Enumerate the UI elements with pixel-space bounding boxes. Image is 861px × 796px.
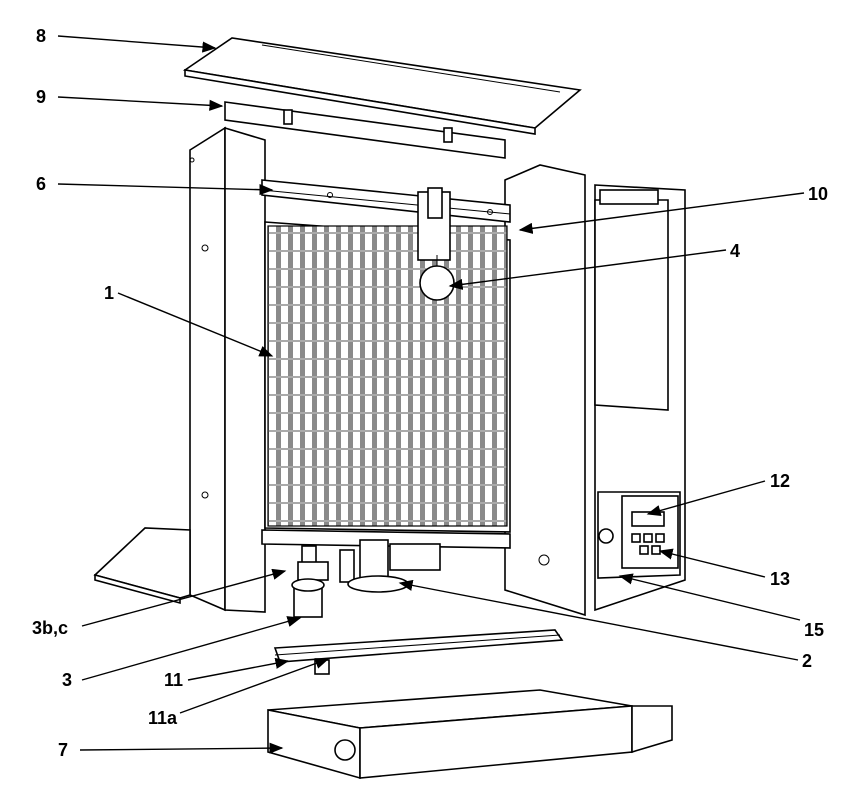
top-bracket bbox=[224, 101, 506, 159]
callout-11a: 11a bbox=[148, 708, 178, 728]
callout-6: 6 bbox=[36, 174, 46, 194]
callout-11: 11 bbox=[164, 670, 183, 690]
callout-9: 9 bbox=[36, 87, 46, 107]
distribution-tube-assembly bbox=[417, 187, 455, 301]
callout-13: 13 bbox=[770, 569, 790, 589]
evaporator-grid bbox=[264, 221, 511, 533]
callout-12: 12 bbox=[770, 471, 790, 491]
lower-rail bbox=[261, 529, 511, 549]
callout-labels: 8 9 6 10 4 1 12 13 15 3b,c 2 3 11 11a 7 bbox=[32, 26, 828, 760]
leader-lines bbox=[57, 35, 805, 754]
callout-3: 3 bbox=[62, 670, 72, 690]
upper-rail bbox=[261, 179, 511, 223]
storage-tray bbox=[267, 689, 673, 780]
callout-10: 10 bbox=[808, 184, 828, 204]
splash-trough bbox=[273, 629, 564, 675]
callout-15: 15 bbox=[804, 620, 824, 640]
callout-2: 2 bbox=[802, 651, 812, 671]
base-plate bbox=[93, 527, 191, 605]
pump-assembly bbox=[291, 539, 441, 618]
callout-8: 8 bbox=[36, 26, 46, 46]
callout-4: 4 bbox=[730, 241, 740, 261]
left-side-frame bbox=[189, 126, 266, 613]
callout-3bc: 3b,c bbox=[32, 618, 68, 638]
callout-1: 1 bbox=[104, 283, 114, 303]
control-box bbox=[597, 491, 681, 579]
callout-7: 7 bbox=[58, 740, 68, 760]
